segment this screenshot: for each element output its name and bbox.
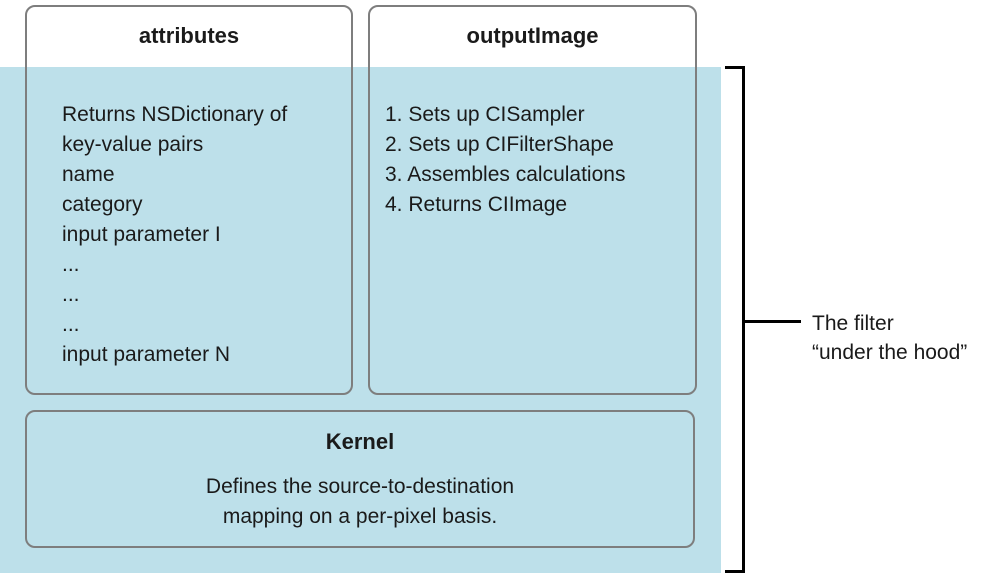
bracket-label-connector xyxy=(745,320,801,323)
outputimage-box-title: outputImage xyxy=(466,23,599,48)
kernel-box: Kernel Defines the source-to-destination… xyxy=(25,410,695,548)
attributes-line-ellipsis: ... xyxy=(62,283,80,306)
attributes-line-ellipsis: ... xyxy=(62,253,80,276)
outputimage-step: 4. Returns CIImage xyxy=(385,193,568,216)
attributes-box-body: Returns NSDictionary of key-value pairs … xyxy=(62,100,287,370)
bracket-vertical-line xyxy=(742,66,745,573)
outputimage-step: 2. Sets up CIFilterShape xyxy=(385,133,614,156)
bracket-label-line2: “under the hood” xyxy=(812,341,968,364)
attributes-box-title: attributes xyxy=(138,23,240,48)
attributes-box: attributes Returns NSDictionary of key-v… xyxy=(25,5,353,395)
bracket-top-foot xyxy=(725,66,745,69)
kernel-description-line: Defines the source-to-destination xyxy=(205,475,515,498)
filter-under-the-hood-background xyxy=(0,67,721,573)
attributes-line-ellipsis: ... xyxy=(62,313,80,336)
kernel-box-description: Defines the source-to-destination mappin… xyxy=(27,472,693,532)
bracket-label-line1: The filter xyxy=(812,312,894,335)
bracket-label: The filter “under the hood” xyxy=(812,309,967,367)
attributes-line: input parameter I xyxy=(62,223,221,246)
kernel-description-line: mapping on a per-pixel basis. xyxy=(222,505,498,528)
outputimage-box-body: 1. Sets up CISampler 2. Sets up CIFilter… xyxy=(385,100,625,220)
attributes-line: name xyxy=(62,163,115,186)
attributes-line: input parameter N xyxy=(62,343,231,366)
bracket-bottom-foot xyxy=(725,570,745,573)
attributes-line: key-value pairs xyxy=(62,133,204,156)
attributes-line: Returns NSDictionary of xyxy=(62,103,288,126)
outputimage-step: 3. Assembles calculations xyxy=(385,163,626,186)
kernel-box-title: Kernel xyxy=(325,429,395,454)
attributes-line: category xyxy=(62,193,143,216)
outputimage-step: 1. Sets up CISampler xyxy=(385,103,585,126)
outputimage-box: outputImage 1. Sets up CISampler 2. Sets… xyxy=(368,5,697,395)
